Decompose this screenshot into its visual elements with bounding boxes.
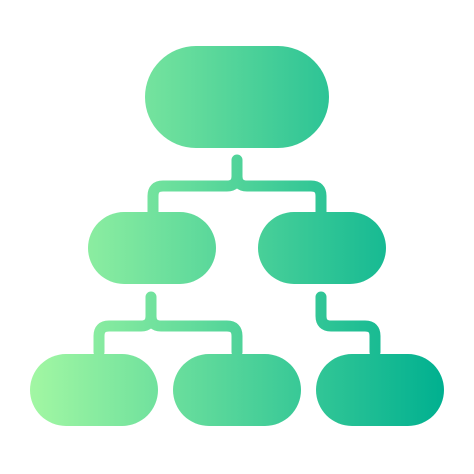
connector-left-to-level-3: [93, 291, 157, 358]
connector-lines: [93, 154, 381, 358]
connector-right-to-level-3: [315, 291, 381, 358]
connector-left-to-level-3-middle: [145, 310, 243, 358]
level-3-middle-node: [173, 354, 301, 426]
level-2-left-node: [88, 212, 216, 284]
connector-root-to-level-2-right: [231, 170, 327, 218]
level-3-left-node: [30, 354, 158, 426]
root-node: [145, 46, 329, 148]
hierarchy-nodes: [30, 46, 444, 426]
level-3-right-node: [316, 354, 444, 426]
connector-root-to-level-2: [147, 154, 243, 218]
level-2-right-node: [258, 212, 386, 284]
